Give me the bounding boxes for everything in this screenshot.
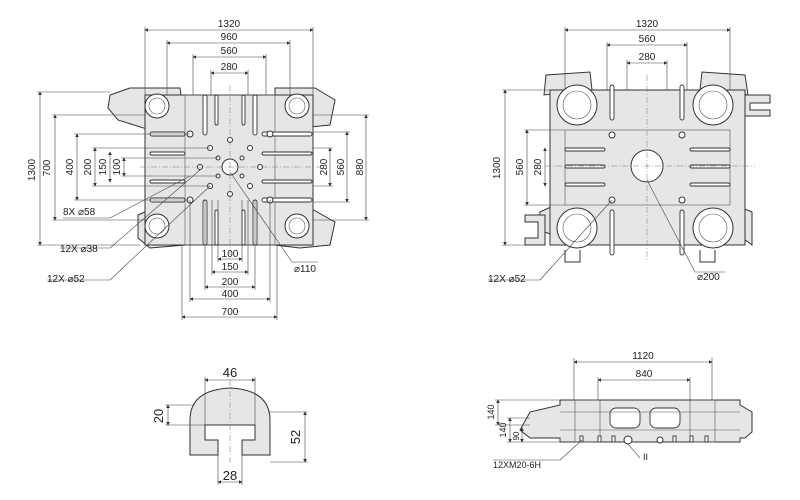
view3-dim-46: 46	[223, 365, 237, 380]
view1-dim-1320: 1320	[218, 19, 241, 30]
view2-callout-200: ⌀200	[697, 272, 720, 283]
view1-left-dims: 1300 700 400 200 150 100	[27, 91, 218, 246]
view3-dim-28: 28	[223, 468, 237, 483]
view2-moving-platen: 1320 560 280 1300 560 280	[488, 19, 771, 285]
view2-dim-560: 560	[639, 34, 656, 45]
view1-dim-280: 280	[221, 62, 238, 73]
view1-dim-560: 560	[221, 46, 238, 57]
view2-dim-1320: 1320	[636, 19, 659, 30]
view2-callouts: 12X ⌀52 ⌀200	[488, 179, 725, 285]
view1-callout-12x38: 12X ⌀38	[60, 244, 98, 255]
view4-dim-1120: 1120	[632, 351, 654, 362]
view1-boss-tl	[144, 93, 170, 119]
view1-top-dims: 1320 960 560 280	[144, 19, 314, 95]
view4-dim-140-a: 140	[486, 404, 496, 419]
view1-dim-200-bot: 200	[222, 277, 239, 288]
view1-dim-100: 100	[112, 158, 123, 175]
view4-side-section: 1120 840 140 140 90 12XM20-6H II	[486, 351, 753, 470]
view2-dim-1300: 1300	[492, 156, 503, 179]
view1-boss-tr	[284, 93, 310, 119]
view1-callout-12x52: 12X ⌀52	[47, 274, 85, 285]
view2-tie-bar-bosses	[556, 84, 734, 249]
view4-callout-thread: 12XM20-6H	[493, 460, 541, 470]
view1-dim-560-right: 560	[336, 158, 347, 175]
view4-threaded-holes	[579, 435, 709, 443]
view1-dim-700: 700	[42, 159, 53, 176]
view1-dim-150: 150	[98, 158, 109, 175]
view1-callout-8x58: 8X ⌀58	[63, 207, 96, 218]
view3-dim-20: 20	[151, 409, 166, 423]
view4-dim-140-b: 140	[498, 422, 508, 437]
view1-dim-100-bot: 100	[222, 249, 239, 260]
view1-right-dims: 280 560 880	[313, 114, 369, 221]
view2-dim-280: 280	[639, 52, 656, 63]
view1-callout-110: ⌀110	[294, 264, 316, 275]
view1-dim-200: 200	[83, 158, 94, 175]
view1-dim-880-right: 880	[355, 158, 366, 175]
view3-dim-52: 52	[288, 430, 303, 444]
view1-dim-280-right: 280	[319, 158, 330, 175]
view3-t-slot-detail: 46 20 52 28	[151, 365, 308, 485]
view1-dim-400-bot: 400	[222, 289, 239, 300]
view1-callouts: 8X ⌀58 12X ⌀38 12X ⌀52 ⌀110	[47, 169, 318, 285]
view1-dim-1300: 1300	[27, 158, 38, 181]
view1-bottom-dims: 100 150 200 400 700	[181, 200, 278, 320]
view1-front-platen: 1320 960 560 280 1300 700	[27, 19, 369, 320]
view2-left-dims: 1300 560 280	[492, 89, 565, 246]
view1-boss-br	[284, 213, 310, 239]
view2-dim-560-left: 560	[515, 158, 526, 175]
view2-callout-12x52: 12X ⌀52	[488, 274, 526, 285]
view1-dim-150-bot: 150	[222, 262, 239, 273]
view2-dim-280-left: 280	[533, 158, 544, 175]
view1-boss-bl	[144, 213, 170, 239]
view2-top-dims: 1320 560 280	[564, 19, 731, 90]
view1-dim-400: 400	[65, 158, 76, 175]
view1-dim-960: 960	[221, 32, 238, 43]
view4-dim-840: 840	[636, 369, 653, 380]
view4-callout-ref: II	[643, 452, 648, 462]
view4-dim-90: 90	[512, 431, 521, 440]
view1-dim-700-bot: 700	[222, 307, 239, 318]
